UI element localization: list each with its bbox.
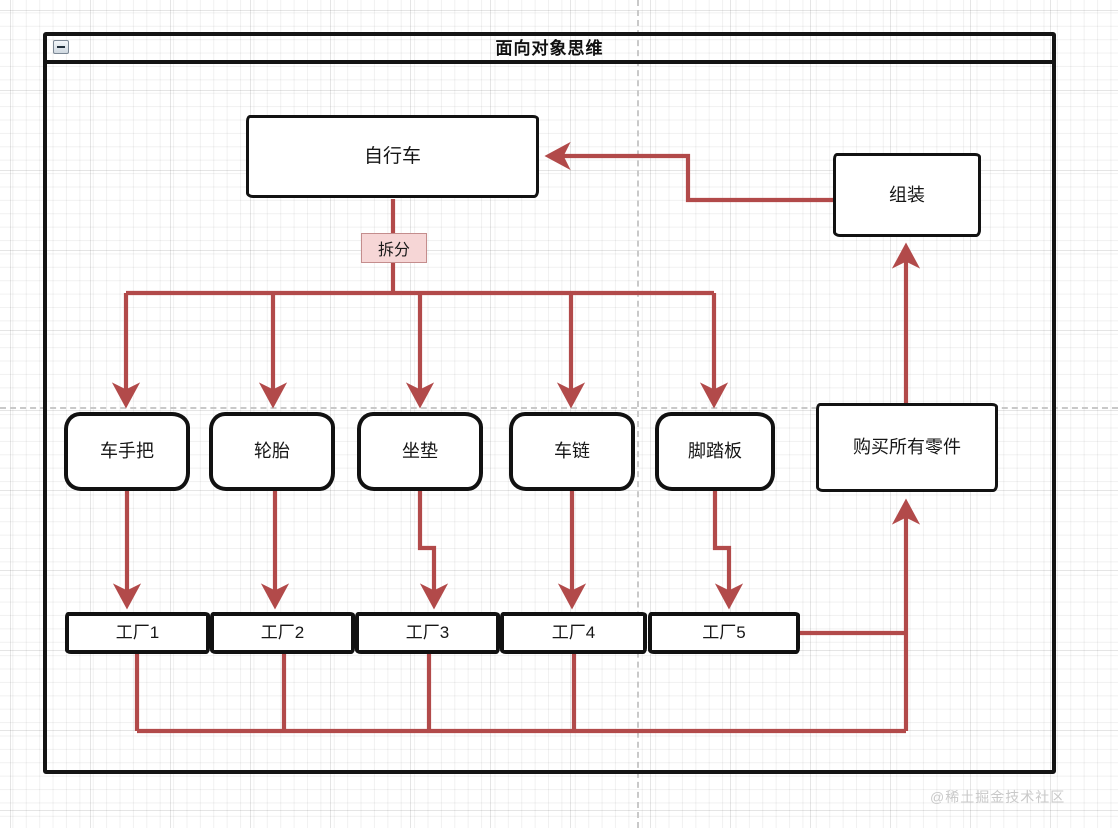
frame-title-bar: 面向对象思维	[43, 32, 1056, 64]
node-tire-label: 轮胎	[254, 441, 290, 462]
node-seat-label: 坐垫	[402, 441, 438, 462]
node-factory-2-label: 工厂2	[260, 623, 305, 643]
node-seat[interactable]: 坐垫	[357, 412, 483, 491]
node-assemble[interactable]: 组装	[833, 153, 981, 237]
node-factory-2[interactable]: 工厂2	[210, 612, 355, 654]
guide-vertical	[637, 0, 639, 828]
node-factory-5[interactable]: 工厂5	[648, 612, 800, 654]
minus-glyph	[57, 46, 65, 48]
diagram-frame	[43, 32, 1056, 774]
node-factory-4-label: 工厂4	[551, 623, 596, 643]
node-buy-parts-label: 购买所有零件	[853, 437, 961, 458]
node-bicycle-label: 自行车	[363, 145, 421, 167]
node-chain[interactable]: 车链	[509, 412, 635, 491]
node-factory-1[interactable]: 工厂1	[65, 612, 210, 654]
node-assemble-label: 组装	[889, 184, 925, 205]
node-handlebar[interactable]: 车手把	[64, 412, 190, 491]
edge-label-split-text: 拆分	[377, 242, 410, 259]
node-tire[interactable]: 轮胎	[209, 412, 335, 491]
node-chain-label: 车链	[554, 441, 590, 462]
node-handlebar-label: 车手把	[100, 441, 154, 462]
page-title: 面向对象思维	[495, 38, 604, 58]
node-factory-4[interactable]: 工厂4	[500, 612, 647, 654]
node-factory-3-label: 工厂3	[405, 623, 450, 643]
node-factory-1-label: 工厂1	[115, 623, 160, 643]
edge-label-split: 拆分	[361, 233, 427, 263]
node-factory-5-label: 工厂5	[702, 623, 746, 643]
node-factory-3[interactable]: 工厂3	[355, 612, 500, 654]
node-buy-parts[interactable]: 购买所有零件	[816, 403, 998, 492]
node-bicycle[interactable]: 自行车	[246, 115, 539, 198]
watermark: @稀土掘金技术社区	[930, 789, 1066, 805]
node-pedal[interactable]: 脚踏板	[655, 412, 775, 491]
minus-icon[interactable]	[53, 40, 69, 54]
node-pedal-label: 脚踏板	[688, 441, 742, 462]
